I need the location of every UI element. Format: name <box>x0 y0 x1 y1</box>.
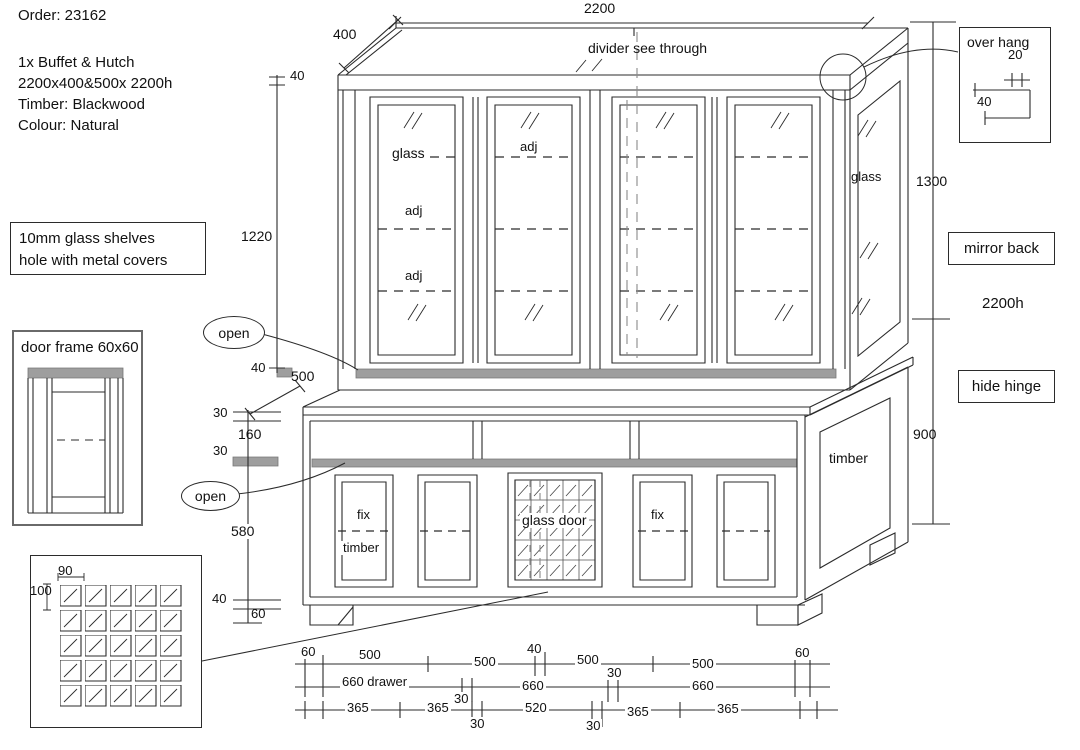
adj-shelf-label-2: adj <box>403 268 425 283</box>
spec-line-colour: Colour: Natural <box>18 117 119 134</box>
dim-foot-60: 60 <box>251 606 266 621</box>
dim-row1-60-right: 60 <box>793 645 812 660</box>
glass-shelves-note-line1: 10mm glass shelves <box>19 230 155 247</box>
dim-row3-365-b: 365 <box>425 700 451 715</box>
over-hang-label: over hang <box>967 34 1030 50</box>
dim-row3-30-b: 30 <box>584 718 603 733</box>
dim-rail-30: 30 <box>213 443 228 458</box>
glass-front-label: glass <box>390 145 427 161</box>
dim-row1-500-b: 500 <box>472 654 498 669</box>
dim-overhang-20: 20 <box>1008 47 1023 62</box>
spec-block: 1x Buffet & Hutch 2200x400&500x 2200h Ti… <box>18 52 172 136</box>
dim-depth-500: 500 <box>291 368 315 384</box>
glass-shelves-note-box: 10mm glass shelves hole with metal cover… <box>10 222 206 275</box>
glass-grid-detail-box <box>30 555 202 728</box>
hide-hinge-label: hide hinge <box>971 378 1042 395</box>
mirror-back-label: mirror back <box>963 240 1039 257</box>
dim-row1-30: 30 <box>605 665 624 680</box>
dim-row1-500-c: 500 <box>575 652 601 667</box>
dim-side-1300: 1300 <box>916 173 948 189</box>
glass-shelves-note-line2: hole with metal covers <box>19 252 168 269</box>
divider-callout: divider see through <box>588 40 708 56</box>
dim-row3-365-c: 365 <box>625 704 651 719</box>
dim-shelf-160: 160 <box>238 426 262 442</box>
dim-row1-40: 40 <box>525 641 544 656</box>
dim-row3-30-a: 30 <box>468 716 487 731</box>
dim-side-900: 900 <box>913 426 937 442</box>
dim-row2-30: 30 <box>452 691 471 706</box>
dim-grid-100: 100 <box>30 583 52 598</box>
mirror-back-note-box: mirror back <box>948 232 1055 265</box>
counter-thickness-chip <box>277 368 292 377</box>
dim-kick-40: 40 <box>212 591 227 606</box>
dim-grid-90: 90 <box>58 563 73 578</box>
dim-row2-660-c: 660 <box>690 678 716 693</box>
adj-shelf-label-3: adj <box>518 139 540 154</box>
dim-row1-500-d: 500 <box>690 656 716 671</box>
glass-side-label: glass <box>851 169 882 184</box>
buffet-shelf-rail-bar <box>312 459 797 467</box>
over-hang-detail-box: over hang <box>959 27 1051 143</box>
dim-counter-40: 40 <box>251 360 266 375</box>
rail-thickness-chip <box>233 457 278 466</box>
dim-row2-660-b: 660 <box>520 678 546 693</box>
hide-hinge-note-box: hide hinge <box>958 370 1055 403</box>
glass-door-label: glass door <box>520 512 589 528</box>
timber-side-label: timber <box>829 450 868 466</box>
spec-line-quantity: 1x Buffet & Hutch <box>18 54 135 71</box>
hutch-bottom-rail-bar <box>356 369 836 378</box>
dim-row2-660-drawer: 660 drawer <box>340 674 410 689</box>
open-label-hutch: open <box>218 324 250 341</box>
dim-row3-365-a: 365 <box>345 700 371 715</box>
spec-line-timber: Timber: Blackwood <box>18 96 145 113</box>
dim-row3-520: 520 <box>523 700 549 715</box>
dim-depth-400: 400 <box>333 26 357 42</box>
dim-row1-60-left: 60 <box>299 644 318 659</box>
order-number: Order: 23162 <box>18 7 107 24</box>
doorframe-top-rail-bar <box>28 368 123 378</box>
dim-overhang-40: 40 <box>977 94 992 109</box>
adj-shelf-label-1: adj <box>403 203 425 218</box>
dim-width-2200: 2200 <box>584 0 616 16</box>
fix-right-label: fix <box>649 507 666 522</box>
dim-row3-365-d: 365 <box>715 701 741 716</box>
open-callout-hutch: open <box>203 316 265 349</box>
dim-cornice-40: 40 <box>288 68 307 83</box>
dim-door-580: 580 <box>229 523 257 539</box>
spec-line-size: 2200x400&500x 2200h <box>18 75 173 92</box>
fix-left-label: fix <box>355 507 372 522</box>
open-callout-buffet: open <box>181 481 240 511</box>
open-label-buffet: open <box>194 488 227 504</box>
dim-overall-2200h: 2200h <box>982 295 1024 312</box>
dim-top-30: 30 <box>213 405 228 420</box>
door-frame-detail-box: door frame 60x60 <box>12 330 143 526</box>
dim-row1-500-a: 500 <box>357 647 383 662</box>
timber-door-label: timber <box>341 540 382 555</box>
dim-hutch-1220: 1220 <box>241 228 273 244</box>
door-frame-note: door frame 60x60 <box>21 339 139 356</box>
